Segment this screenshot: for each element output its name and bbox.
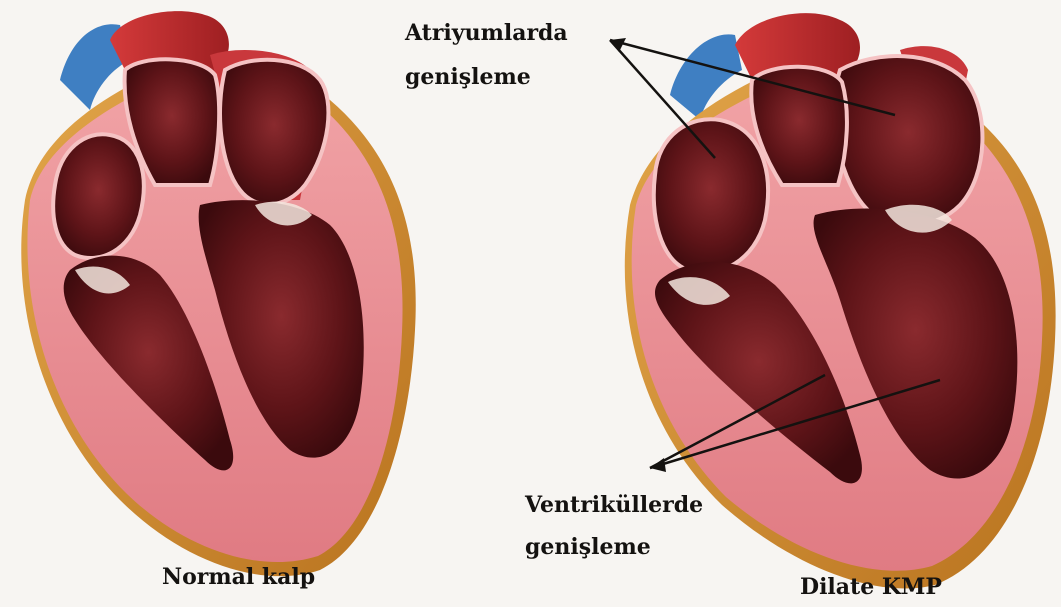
atria-annotation-line-1: Atriyumlarda (405, 20, 568, 46)
normal-heart-illustration (21, 11, 415, 576)
dilated-heart-caption: Dilate KMP (800, 574, 942, 600)
arrowhead (610, 38, 626, 52)
ventricle-annotation-line-1: Ventriküllerde (525, 492, 703, 518)
ventricle-annotation-line-2: genişleme (525, 534, 651, 560)
arrowhead (650, 458, 666, 472)
atria-annotation-line-2: genişleme (405, 64, 531, 90)
normal-heart-caption: Normal kalp (162, 564, 315, 590)
